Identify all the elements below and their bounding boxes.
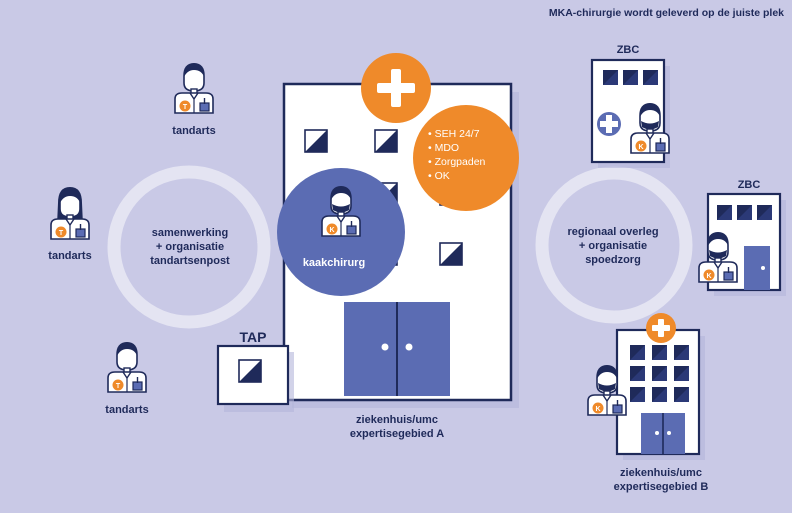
svg-text:T: T [183, 104, 188, 111]
svg-text:K: K [706, 273, 711, 280]
left-cycle-ring [107, 165, 271, 329]
surgeon-a-label: kaakchirurg [302, 257, 366, 269]
left-cycle-line: tandartsenpost [150, 255, 230, 267]
dentist-bottom-icon: T [107, 341, 147, 393]
hospital-b-building [615, 328, 705, 460]
left-cycle-line: + organisatie [155, 241, 225, 253]
surgeon-hospital-b-icon: K [588, 365, 626, 415]
service-item: OK [428, 169, 524, 183]
svg-text:K: K [329, 227, 334, 234]
service-item: Zorgpaden [428, 155, 524, 169]
plus-icon [377, 69, 415, 107]
dentist-top-label: tandarts [172, 125, 216, 137]
right-cycle-line: spoedzorg [585, 254, 641, 266]
dentist-left-icon: T [50, 187, 90, 240]
svg-text:K: K [595, 406, 600, 413]
tap-label: TAP [239, 329, 267, 345]
dentist-bottom-label: tandarts [105, 404, 149, 416]
hospital-a-caption: ziekenhuis/umc expertisegebied A [350, 413, 444, 441]
left-cycle-text: samenwerking + organisatie tandartsenpos… [150, 226, 229, 268]
services-list: SEH 24/7 MDO Zorgpaden OK [428, 127, 524, 183]
zbc-mid-label: ZBC [737, 179, 761, 191]
hospital-b-caption-line: ziekenhuis/umc [620, 467, 702, 479]
right-cycle-line: + organisatie [578, 240, 648, 252]
surgeon-zbc-mid-icon: K [699, 232, 737, 282]
zbc-top-label: ZBC [616, 44, 640, 56]
surgeon-zbc-top-icon: K [631, 103, 669, 153]
hospital-b-caption: ziekenhuis/umc expertisegebied B [614, 466, 709, 494]
surgeon-a-icon: K [322, 186, 360, 236]
plus-icon [652, 319, 670, 337]
hospital-b-caption-line: expertisegebied B [613, 481, 709, 493]
right-cycle-text: regionaal overleg + organisatie spoedzor… [567, 225, 658, 267]
right-cycle-ring [535, 166, 693, 324]
svg-text:T: T [59, 230, 64, 237]
hospital-a-caption-line: expertisegebied A [349, 428, 445, 440]
left-cycle-line: samenwerking [151, 227, 229, 239]
right-cycle-line: regionaal overleg [567, 226, 659, 238]
service-item: MDO [428, 141, 524, 155]
svg-text:T: T [116, 383, 121, 390]
dentist-left-label: tandarts [48, 250, 92, 262]
dentist-top-icon: T [174, 62, 214, 114]
service-item: SEH 24/7 [428, 127, 524, 141]
tap-building [216, 344, 294, 412]
header-title: MKA-chirurgie wordt geleverd op de juist… [548, 7, 784, 19]
svg-text:K: K [638, 144, 643, 151]
hospital-a-caption-line: ziekenhuis/umc [356, 414, 438, 426]
